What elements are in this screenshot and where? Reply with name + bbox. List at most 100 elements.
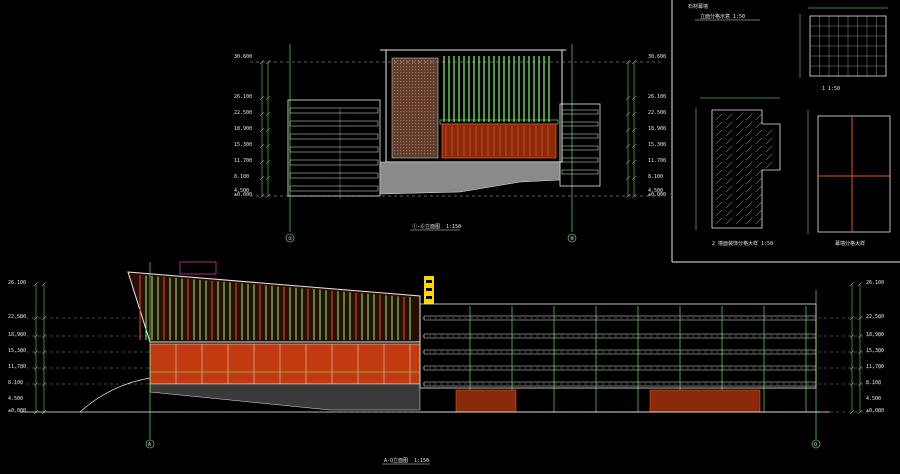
hatch-stroke	[745, 113, 753, 121]
hatch-stroke	[715, 121, 723, 129]
dim-tick	[259, 59, 265, 65]
stone-dot	[406, 147, 408, 149]
stone-dot	[403, 120, 405, 122]
stone-dot	[430, 96, 432, 98]
stone-dot	[406, 105, 408, 107]
upper-title: ①-⑥立面图	[412, 223, 440, 230]
stone-dot	[421, 72, 423, 74]
stone-dot	[421, 126, 423, 128]
stone-dot	[415, 78, 417, 80]
stone-dot	[397, 150, 399, 152]
stone-dot	[418, 150, 420, 152]
hatch-stroke	[725, 137, 733, 145]
stone-dot	[424, 66, 426, 68]
hatch-stroke	[725, 161, 733, 169]
stone-dot	[394, 120, 396, 122]
stone-dot	[418, 60, 420, 62]
stone-dot	[400, 90, 402, 92]
stone-dot	[421, 96, 423, 98]
stone-dot	[412, 111, 414, 113]
dim-tick	[849, 281, 855, 287]
stone-dot	[403, 84, 405, 86]
stone-dot	[421, 144, 423, 146]
stone-dot	[400, 96, 402, 98]
stone-dot	[403, 114, 405, 116]
stone-dot	[397, 126, 399, 128]
stone-dot	[424, 144, 426, 146]
stone-dot	[403, 66, 405, 68]
stone-dot	[421, 84, 423, 86]
dim-tick	[625, 193, 631, 199]
stone-dot	[394, 129, 396, 131]
dim-tick	[265, 175, 271, 181]
hatch-stroke	[765, 137, 773, 145]
dim-tick	[259, 111, 265, 117]
stone-dot	[427, 126, 429, 128]
stone-dot	[400, 78, 402, 80]
stone-dot	[412, 123, 414, 125]
hatch-stroke	[765, 161, 773, 169]
stone-dot	[394, 81, 396, 83]
stone-dot	[421, 102, 423, 104]
stone-dot	[409, 123, 411, 125]
stone-dot	[406, 72, 408, 74]
stone-dot	[427, 69, 429, 71]
dim-tick	[625, 111, 631, 117]
stone-dot	[394, 126, 396, 128]
floor-slab	[561, 169, 599, 175]
hatch-stroke	[715, 185, 723, 193]
stone-dot	[412, 90, 414, 92]
lower-axis-right: Q	[814, 442, 817, 448]
stone-dot	[400, 84, 402, 86]
stone-dot	[412, 144, 414, 146]
stone-dot	[433, 93, 435, 95]
stone-dot	[397, 81, 399, 83]
stone-dot	[418, 123, 420, 125]
stone-dot	[406, 84, 408, 86]
dim-tick	[259, 175, 265, 181]
hatch-stroke	[735, 201, 743, 209]
stone-dot	[409, 81, 411, 83]
stone-dot	[412, 135, 414, 137]
hatch-stroke	[745, 137, 753, 145]
dim-tick	[631, 59, 637, 65]
stone-dot	[427, 132, 429, 134]
stone-dot	[409, 69, 411, 71]
stone-dot	[427, 147, 429, 149]
stone-dot	[421, 60, 423, 62]
dim-tick	[625, 127, 631, 133]
hatch-stroke	[745, 129, 753, 137]
level-label: 22.500	[234, 110, 252, 116]
stone-dot	[412, 147, 414, 149]
stone-dot	[412, 60, 414, 62]
level-label: 26.100	[866, 280, 884, 286]
stone-dot	[424, 87, 426, 89]
stone-dot	[427, 123, 429, 125]
stone-dot	[397, 105, 399, 107]
stone-dot	[433, 126, 435, 128]
stone-dot	[421, 111, 423, 113]
stone-dot	[397, 114, 399, 116]
lower-elevation: A Q 26.10026.10022.50022.50018.90018.900…	[8, 261, 884, 465]
stone-dot	[403, 105, 405, 107]
stone-dot	[397, 144, 399, 146]
hatch-stroke	[715, 209, 723, 217]
dim-tick	[849, 349, 855, 355]
level-label: 15.300	[648, 142, 666, 148]
stone-dot	[409, 132, 411, 134]
stone-dot	[415, 135, 417, 137]
stone-dot	[403, 96, 405, 98]
stone-dot	[406, 108, 408, 110]
stone-dot	[400, 153, 402, 155]
stone-dot	[430, 60, 432, 62]
hatch-stroke	[745, 161, 753, 169]
stone-dot	[424, 75, 426, 77]
hatch-stroke	[715, 201, 723, 209]
stone-dot	[394, 138, 396, 140]
detail-subtitle-bottom: 2 墙面装饰分格大样 1:50	[712, 240, 773, 247]
stone-dot	[406, 135, 408, 137]
stone-dot	[418, 78, 420, 80]
level-label: 8.100	[234, 174, 249, 180]
level-label: 4.500	[648, 188, 663, 194]
